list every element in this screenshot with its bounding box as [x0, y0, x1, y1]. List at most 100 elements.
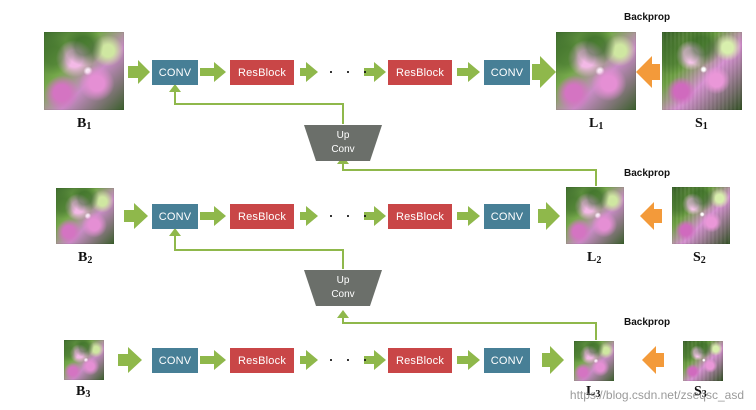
resblock-label: ResBlock — [395, 354, 445, 367]
label-l1-letter: L — [589, 116, 599, 131]
backprop-label-row2: Backprop — [624, 168, 671, 179]
line-upconv1-to-conv1 — [174, 90, 344, 124]
arrow-b1-to-conv1 — [128, 60, 150, 84]
conv-label: CONV — [490, 210, 524, 223]
label-b2-index: 2 — [87, 255, 93, 266]
resblock-row1-first: ResBlock — [230, 60, 294, 85]
conv-block-row2-second: CONV — [484, 204, 530, 229]
conv-label: CONV — [490, 354, 524, 367]
label-b1-letter: B — [77, 116, 87, 131]
backprop-label-row3: Backprop — [624, 317, 671, 328]
conv-block-row2-first: CONV — [152, 204, 198, 229]
arrow-conv2b-to-l2 — [538, 202, 560, 230]
ellipsis-row3: · · · — [328, 349, 371, 369]
ellipsis-row1: · · · — [328, 61, 371, 81]
conv-block-row3-first: CONV — [152, 348, 198, 373]
image-l2 — [566, 187, 624, 244]
arrow-conv1b-to-l1 — [532, 56, 556, 88]
label-s3: S3 — [694, 384, 707, 400]
upconv-label-2-line2: Conv — [331, 289, 355, 300]
resblock-row2-first: ResBlock — [230, 204, 294, 229]
resblock-row3-second: ResBlock — [388, 348, 452, 373]
resblock-label: ResBlock — [395, 210, 445, 223]
label-b2: B2 — [78, 250, 92, 266]
label-l1-index: 1 — [598, 121, 604, 132]
upconv-label-2-line1: Up — [336, 275, 350, 286]
arrow-ellipsis-to-resblock1b — [364, 62, 386, 82]
conv-label: CONV — [158, 66, 192, 79]
arrow-ellipsis-to-resblock3b — [364, 350, 386, 370]
arrow-conv3-to-resblock3a — [200, 350, 226, 370]
resblock-row2-second: ResBlock — [388, 204, 452, 229]
image-b3 — [64, 340, 104, 380]
arrow-resblock1b-to-conv1b — [457, 62, 480, 82]
label-l1: L1 — [589, 116, 603, 132]
arrow-s1-to-l1 — [636, 56, 660, 88]
backprop-label-row1: Backprop — [624, 12, 671, 23]
upconv-block-2 — [304, 270, 382, 306]
arrow-s2-to-l2 — [640, 202, 662, 230]
conv-label: CONV — [490, 66, 524, 79]
label-b3-letter: B — [76, 384, 86, 399]
line-l3-to-upconv2-head — [337, 310, 349, 318]
arrow-resblock3b-to-conv3b — [457, 350, 480, 370]
upconv-block-1 — [304, 125, 382, 161]
label-b3-index: 3 — [85, 389, 91, 400]
image-b1 — [44, 32, 124, 110]
label-l2-index: 2 — [596, 255, 602, 266]
upconv-label-1: Up Conv — [316, 129, 370, 157]
label-s2-index: 2 — [700, 255, 706, 266]
image-l1 — [556, 32, 636, 110]
line-upconv2-to-conv2 — [174, 234, 344, 269]
watermark-text: https://blog.csdn.net/zseqsc_asd — [569, 388, 744, 402]
resblock-row1-second: ResBlock — [388, 60, 452, 85]
label-s2-letter: S — [693, 250, 701, 265]
conv-block-row3-second: CONV — [484, 348, 530, 373]
arrow-resblock1a-to-ellipsis — [300, 62, 318, 82]
arrow-conv3b-to-l3 — [542, 346, 564, 374]
conv-block-row1-second: CONV — [484, 60, 530, 85]
label-l3-index: 3 — [595, 389, 601, 400]
label-s2: S2 — [693, 250, 706, 266]
arrow-resblock2a-to-ellipsis — [300, 206, 318, 226]
arrow-b2-to-conv2 — [124, 203, 148, 229]
image-l3 — [574, 341, 614, 381]
image-s1 — [662, 32, 742, 110]
arrow-ellipsis-to-resblock2b — [364, 206, 386, 226]
label-l3: L3 — [586, 384, 600, 400]
label-l3-letter: L — [586, 384, 596, 399]
resblock-row3-first: ResBlock — [230, 348, 294, 373]
conv-label: CONV — [158, 354, 192, 367]
label-s1: S1 — [695, 116, 708, 132]
arrow-b3-to-conv3 — [118, 347, 142, 373]
upconv-label-1-line2: Conv — [331, 144, 355, 155]
arrow-s3-to-l3 — [642, 346, 664, 374]
label-s1-letter: S — [695, 116, 703, 131]
label-b2-letter: B — [78, 250, 88, 265]
conv-block-row1-first: CONV — [152, 60, 198, 85]
resblock-label: ResBlock — [237, 210, 287, 223]
image-b2 — [56, 188, 114, 244]
line-upconv1-to-conv1-head — [169, 84, 181, 92]
upconv-label-1-line1: Up — [336, 130, 350, 141]
label-b1-index: 1 — [86, 121, 92, 132]
label-s3-index: 3 — [701, 389, 707, 400]
arrow-conv2-to-resblock2a — [200, 206, 226, 226]
resblock-label: ResBlock — [237, 354, 287, 367]
upconv-label-2: Up Conv — [316, 274, 370, 302]
arrow-resblock2b-to-conv2b — [457, 206, 480, 226]
resblock-label: ResBlock — [237, 66, 287, 79]
label-b3: B3 — [76, 384, 90, 400]
image-s3 — [683, 341, 723, 381]
label-s3-letter: S — [694, 384, 702, 399]
conv-label: CONV — [158, 210, 192, 223]
resblock-label: ResBlock — [395, 66, 445, 79]
line-upconv2-to-conv2-head — [169, 228, 181, 236]
label-b1: B1 — [77, 116, 91, 132]
arrow-conv1-to-resblock1a — [200, 62, 226, 82]
label-l2: L2 — [587, 250, 601, 266]
label-l2-letter: L — [587, 250, 597, 265]
image-s2 — [672, 187, 730, 244]
